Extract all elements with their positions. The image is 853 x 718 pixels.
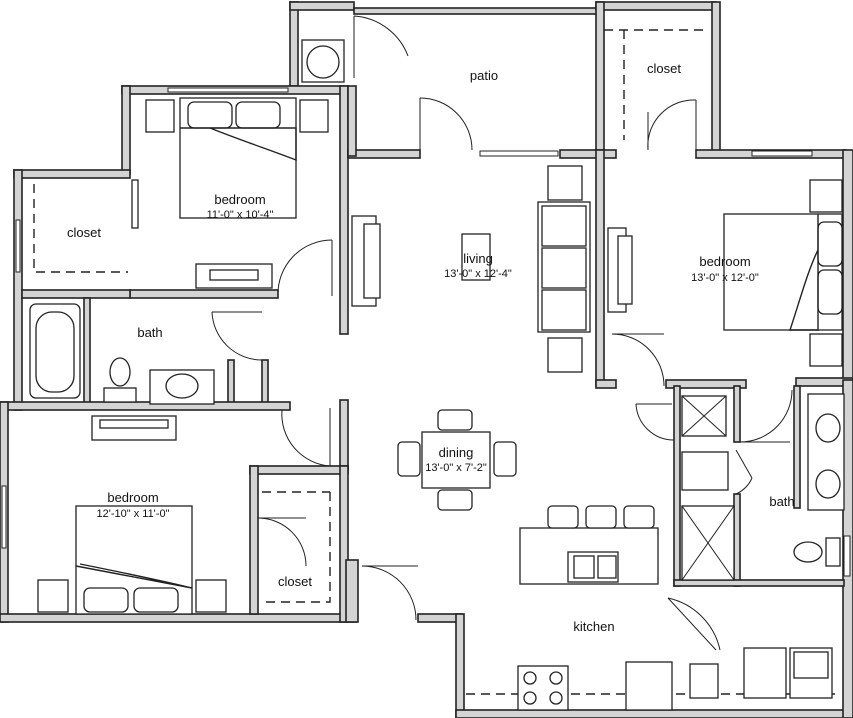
room-living-size: 13'-0" x 12'-4" — [444, 268, 512, 280]
doors — [211, 15, 793, 651]
room-kitchen-name: kitchen — [573, 619, 614, 634]
room-living-name: living — [463, 251, 493, 266]
room-closet-bottom-name: closet — [278, 574, 312, 589]
room-bedroom-bottom-size: 12'-10" x 11'-0" — [97, 508, 170, 520]
room-patio-name: patio — [470, 68, 498, 83]
room-bath-right-name: bath — [769, 494, 794, 509]
room-dining-name: dining — [439, 445, 474, 460]
room-bedroom-top-name: bedroom — [214, 192, 265, 207]
room-bedroom-right-size: 13'-0" x 12'-0" — [691, 272, 759, 284]
room-closet-top-right-name: closet — [647, 61, 681, 76]
room-bedroom-right-name: bedroom — [699, 254, 750, 269]
windows — [1, 87, 851, 577]
room-labels: patio closet closet bedroom 11'-0" x 10'… — [67, 61, 795, 634]
room-bedroom-bottom-name: bedroom — [107, 490, 158, 505]
furniture — [29, 39, 845, 711]
room-closet-left-name: closet — [67, 225, 101, 240]
room-bath-left-name: bath — [137, 325, 162, 340]
room-dining-size: 13'-0" x 7'-2" — [425, 462, 487, 474]
room-bedroom-top-size: 11'-0" x 10'-4" — [207, 209, 274, 221]
